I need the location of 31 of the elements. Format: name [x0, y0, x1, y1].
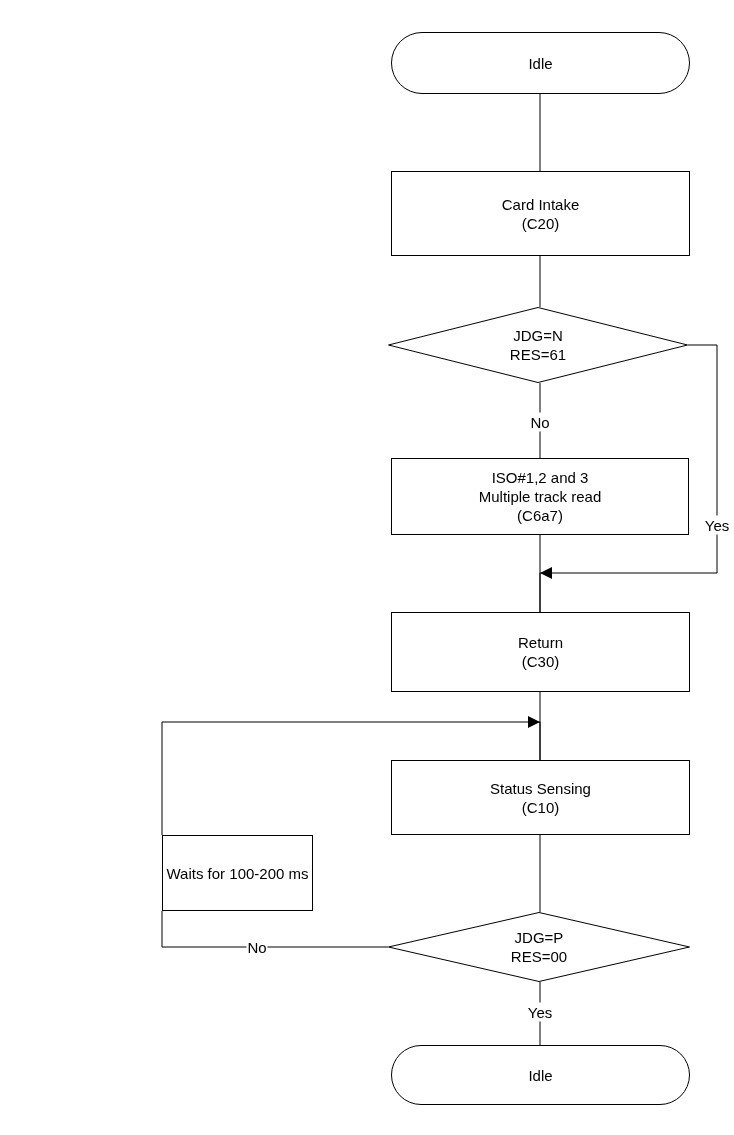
connector-line	[539, 834, 541, 913]
node-text: Waits for 100-200 ms	[166, 863, 309, 883]
node-text: ISO#1,2 and 3	[491, 468, 589, 487]
node-text: JDG=N	[513, 326, 563, 345]
connector-line	[539, 93, 541, 172]
node-text: Idle	[528, 1065, 553, 1085]
decision-diamond	[388, 307, 688, 383]
edge-label: No	[529, 412, 551, 432]
node-text: RES=00	[510, 947, 568, 966]
process-box	[391, 171, 690, 256]
connector-line	[161, 910, 389, 948]
node-text: (C20)	[521, 213, 560, 233]
process-box	[391, 612, 690, 692]
edge-label: Yes	[703, 515, 731, 535]
node-text: (C6a7)	[517, 506, 563, 525]
process-box	[162, 835, 313, 911]
process-box	[391, 760, 690, 835]
node-text: RES=61	[509, 345, 567, 364]
node-text: (C30)	[521, 652, 560, 671]
edge-label: Yes	[526, 1002, 554, 1022]
terminal-shape	[391, 1045, 690, 1105]
node-text: Return	[518, 633, 563, 652]
node-text: Card Intake	[501, 194, 580, 214]
node-text: (C10)	[521, 797, 560, 817]
decision-diamond	[388, 912, 690, 982]
process-box	[391, 458, 689, 535]
node-text: Multiple track read	[478, 487, 602, 506]
node-text: Idle	[528, 53, 553, 73]
connector-line	[539, 255, 541, 308]
node-text: JDG=P	[514, 928, 564, 947]
node-text: Status Sensing	[490, 778, 591, 798]
